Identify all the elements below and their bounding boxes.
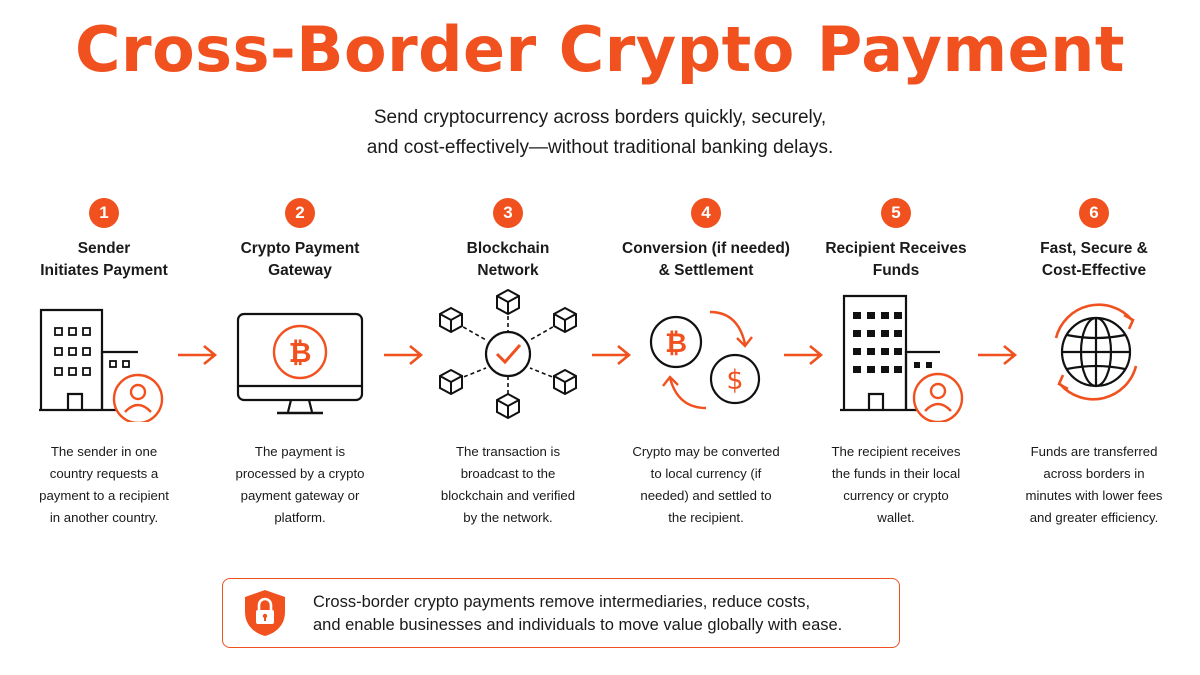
step-description: Crypto may be converted to local currenc… [608,441,804,529]
step-title-line: Funds [872,262,920,279]
svg-text:$: $ [726,365,743,396]
step-description: The sender in one country requests a pay… [6,441,202,529]
desc-line: The recipient receives [831,444,961,459]
desc-line: in another country. [49,510,159,525]
step-title: Crypto Payment Gateway [202,238,398,282]
step-title: Recipient Receives Funds [798,238,994,282]
step-number-badge: 6 [1079,198,1109,228]
desc-line: to local currency (if [650,466,762,481]
step-title-line: Blockchain [466,240,550,257]
arrow-right-icon [178,344,218,366]
step-description: The recipient receives the funds in thei… [798,441,994,529]
step-number-badge: 3 [493,198,523,228]
desc-line: blockchain and verified [440,488,576,503]
shield-lock-icon [245,590,285,636]
step-5: 5 Recipient Receives Funds [798,198,994,282]
desc-line: The sender in one [50,444,158,459]
desc-line: processed by a crypto [235,466,365,481]
blockchain-network-check-icon [439,288,577,420]
desc-line: by the network. [463,510,553,525]
step-title-line: Gateway [268,262,332,279]
summary-banner: Cross-border crypto payments remove inte… [222,578,900,648]
step-title-line: Cost-Effective [1041,262,1147,279]
arrow-right-icon [978,344,1018,366]
subtitle-line: and cost-effectively—without traditional… [366,137,834,158]
step-description: Funds are transferred across borders in … [996,441,1192,529]
desc-line: payment gateway or [240,488,360,503]
step-title-line: Network [477,262,539,279]
banner-text: Cross-border crypto payments remove inte… [313,591,842,637]
desc-line: country requests a [49,466,159,481]
desc-line: payment to a recipient [39,488,169,503]
globe-with-circular-arrows-icon [1054,303,1138,401]
svg-text:₿: ₿ [289,336,312,369]
step-description: The transaction is broadcast to the bloc… [410,441,606,529]
step-number-badge: 1 [89,198,119,228]
step-2: 2 Crypto Payment Gateway [202,198,398,282]
desc-line: currency or crypto [843,488,949,503]
step-3: 3 Blockchain Network [410,198,606,282]
bitcoin-dollar-exchange-icon: ₿ $ [649,310,761,410]
step-title-line: Recipient Receives [825,240,967,257]
step-6: 6 Fast, Secure & Cost-Effective [996,198,1192,282]
desc-line: minutes with lower fees [1025,488,1163,503]
desc-line: wallet. [877,510,915,525]
svg-text:₿: ₿ [665,328,687,359]
desc-line: Funds are transferred [1030,444,1158,459]
step-title-line: Initiates Payment [40,262,168,279]
arrow-right-icon [592,344,632,366]
desc-line: the recipient. [668,510,744,525]
step-description: The payment is processed by a crypto pay… [202,441,398,529]
step-title: Fast, Secure & Cost-Effective [996,238,1192,282]
page-subtitle: Send cryptocurrency across borders quick… [0,103,1200,163]
step-title: Blockchain Network [410,238,606,282]
monitor-with-bitcoin-icon: ₿ [236,312,364,415]
desc-line: the funds in their local [831,466,961,481]
arrow-right-icon [384,344,424,366]
step-title-line: & Settlement [658,262,754,279]
arrow-right-icon [784,344,824,366]
step-title-line: Fast, Secure & [1040,240,1148,257]
desc-line: The payment is [254,444,346,459]
banner-line: and enable businesses and individuals to… [313,616,843,634]
step-title: Sender Initiates Payment [6,238,202,282]
page-title: Cross-Border Crypto Payment [75,13,1125,86]
step-title-line: Sender [77,240,131,257]
desc-line: and greater efficiency. [1029,510,1159,525]
step-1: 1 Sender Initiates Payment [6,198,202,282]
desc-line: Crypto may be converted [632,444,780,459]
office-building-with-user-icon [840,294,964,422]
desc-line: The transaction is [455,444,561,459]
step-number-badge: 5 [881,198,911,228]
step-4: 4 Conversion (if needed) & Settlement [608,198,804,282]
step-title-line: Crypto Payment [240,240,360,257]
step-number-badge: 4 [691,198,721,228]
desc-line: broadcast to the [460,466,556,481]
desc-line: platform. [274,510,326,525]
step-number-badge: 2 [285,198,315,228]
banner-line: Cross-border crypto payments remove inte… [313,593,811,611]
office-building-with-user-icon [39,308,164,422]
step-title: Conversion (if needed) & Settlement [608,238,804,282]
step-title-line: Conversion (if needed) [622,240,790,257]
subtitle-line: Send cryptocurrency across borders quick… [373,107,827,128]
desc-line: across borders in [1043,466,1145,481]
desc-line: needed) and settled to [640,488,772,503]
